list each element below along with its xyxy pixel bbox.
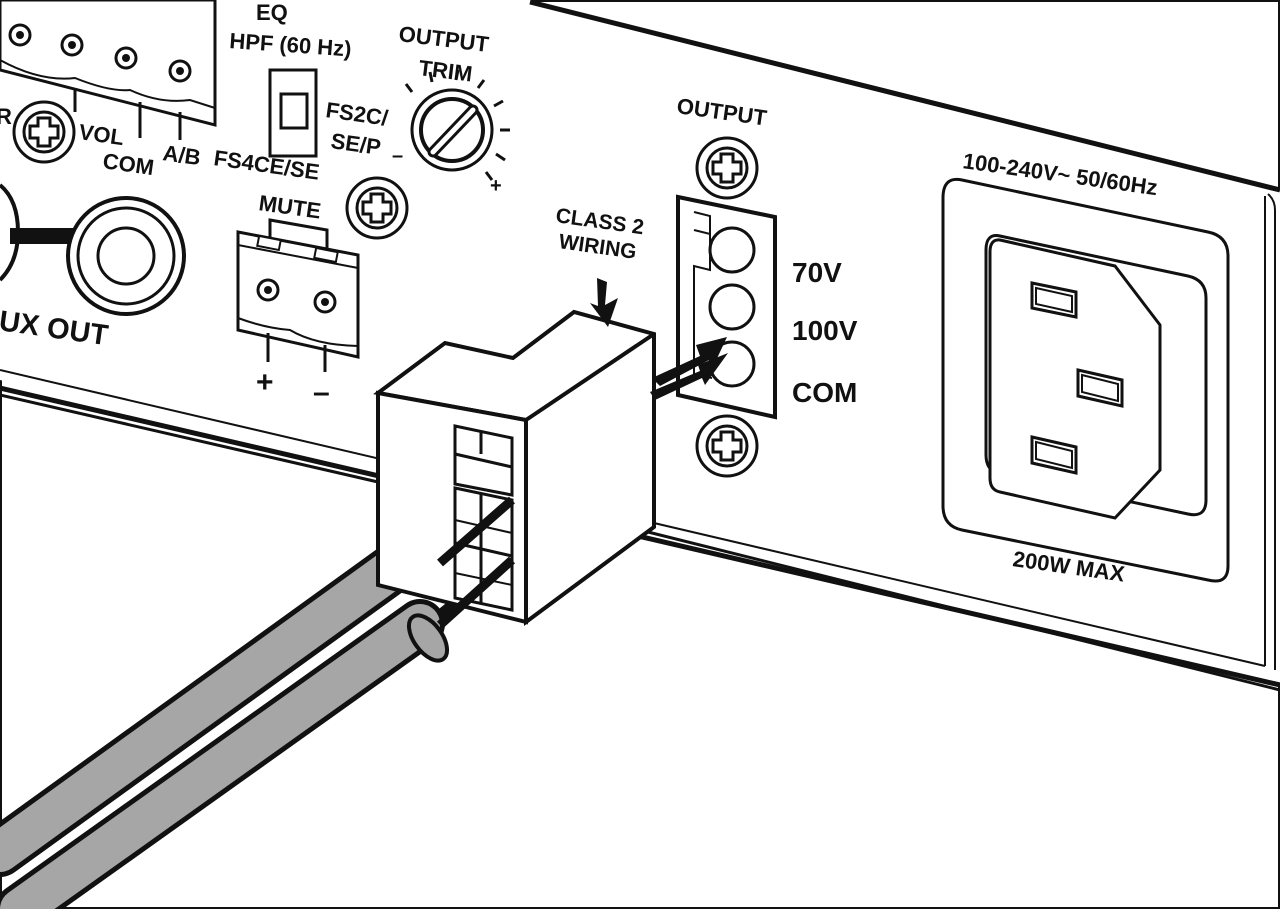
output-screw-top [695,136,759,200]
panel-labels: EQ HPF (60 Hz) OUTPUT TRIM FS2C/ SE/P – … [0,0,1159,587]
output-trim-knob [404,69,510,181]
ac-power-inlet [941,177,1230,583]
mounting-screw-trim [345,176,409,240]
label-70v: 70V [792,257,842,288]
insert-direction-arrow [650,337,728,400]
label-mute-minus: – [313,376,330,409]
label-r: R [0,104,12,129]
label-com: COM [792,377,857,408]
output-socket [676,194,777,420]
eq-switch [268,68,318,158]
label-vol: VOL [77,119,125,150]
label-trim-minus: – [392,145,403,167]
output-screw-bottom [695,414,759,478]
aux-out-jack [0,183,186,316]
mounting-screw-left [12,100,76,164]
label-100v: 100V [792,315,858,346]
input-terminal-block [0,0,217,140]
label-eq: EQ [256,0,288,25]
class2-pointer-arrow [590,278,618,327]
cable-wires [436,496,516,629]
output-plug-connector [373,309,656,626]
label-ab: A/B [161,140,202,170]
mute-terminal [236,218,360,372]
label-mute-plus: + [256,366,274,399]
label-trim-plus: + [490,175,502,197]
